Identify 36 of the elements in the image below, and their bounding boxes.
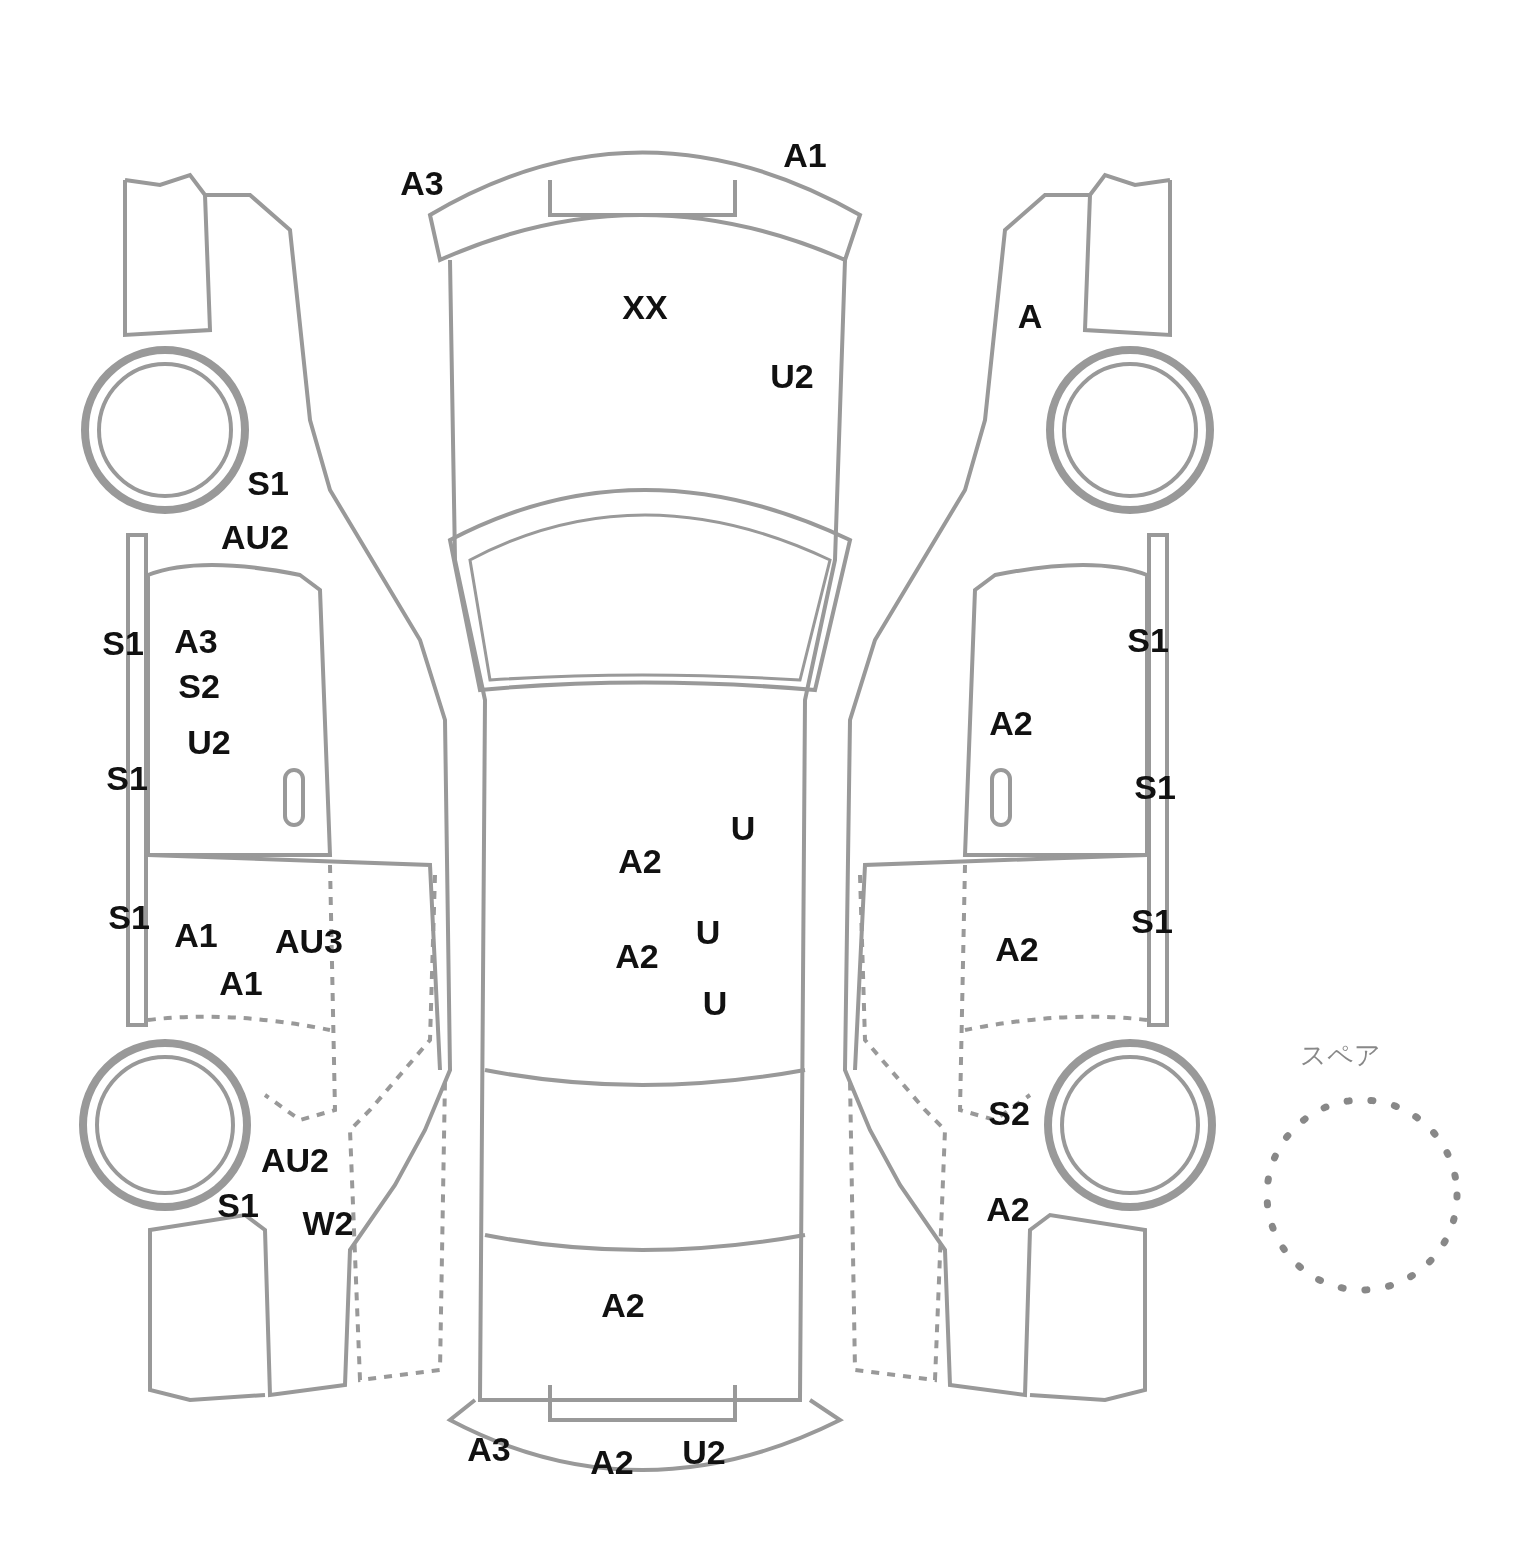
damage-code: S1 [108, 900, 150, 934]
damage-code: S1 [1127, 623, 1169, 657]
damage-code: A3 [467, 1432, 511, 1466]
damage-code: U2 [770, 359, 814, 393]
damage-code: S1 [217, 1188, 259, 1222]
damage-code: U [695, 915, 721, 949]
damage-code: A1 [783, 138, 827, 172]
damage-code: AU2 [221, 520, 289, 554]
damage-code: A2 [986, 1192, 1030, 1226]
damage-code: S1 [1131, 904, 1173, 938]
damage-code: W2 [302, 1206, 354, 1240]
damage-code: XX [622, 290, 668, 324]
damage-code: A2 [601, 1288, 645, 1322]
damage-code: A3 [400, 166, 444, 200]
damage-code: S1 [102, 626, 144, 660]
damage-code: A2 [618, 844, 662, 878]
damage-code: S1 [106, 761, 148, 795]
damage-code: A2 [989, 706, 1033, 740]
damage-code: U2 [187, 725, 231, 759]
damage-code: S1 [247, 466, 289, 500]
damage-code: A2 [590, 1445, 634, 1479]
damage-code: A2 [615, 939, 659, 973]
damage-code: A3 [174, 624, 218, 658]
damage-code: AU3 [275, 924, 343, 958]
damage-code: S1 [1134, 770, 1176, 804]
damage-code: S2 [178, 669, 220, 703]
damage-code: A [1017, 299, 1043, 333]
damage-code: U [730, 811, 756, 845]
damage-code: S2 [988, 1096, 1030, 1130]
damage-code: A2 [995, 932, 1039, 966]
damage-code: U [702, 986, 728, 1020]
damage-code: AU2 [261, 1143, 329, 1177]
damage-code: U2 [682, 1435, 726, 1469]
spare-tire-label: スペア [1299, 1042, 1381, 1068]
damage-code: A1 [219, 966, 263, 1000]
damage-code: A1 [174, 918, 218, 952]
